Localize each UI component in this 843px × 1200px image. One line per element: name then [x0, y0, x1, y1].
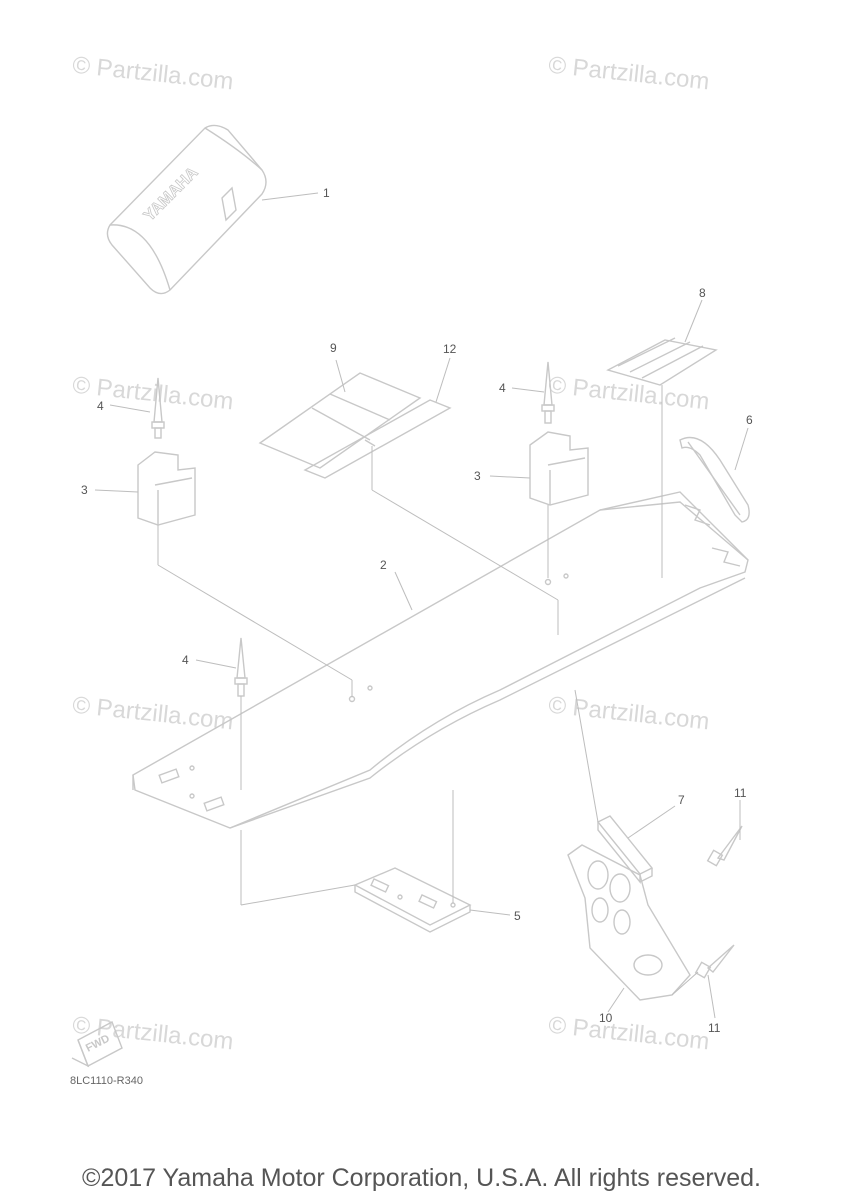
drawing-code: 8LC1110-R340 [70, 1075, 143, 1087]
callout-4-lower: 4 [182, 653, 189, 667]
part-1-cover: YAMAHA [106, 124, 267, 295]
part-6-strip [679, 436, 750, 523]
callout-7: 7 [678, 793, 685, 807]
callout-3-left: 3 [81, 483, 88, 497]
callout-4-upper-left: 4 [97, 399, 104, 413]
callout-12: 12 [443, 342, 457, 356]
callout-5: 5 [514, 909, 521, 923]
callout-8: 8 [699, 286, 706, 300]
callout-11-upper: 11 [734, 786, 747, 800]
callout-6: 6 [746, 413, 753, 427]
part-4-rivet-lower [234, 637, 248, 697]
part-11-pin-upper [706, 825, 743, 867]
part-5-plate [353, 867, 472, 933]
part-8-pad [606, 337, 718, 386]
part-11-pin-lower [694, 944, 735, 979]
callout-9: 9 [330, 341, 337, 355]
part-2-plate [132, 491, 749, 829]
part-9-pad [258, 372, 422, 469]
callout-4-upper-right: 4 [499, 381, 506, 395]
part-4-rivet-upper-left [151, 377, 165, 439]
part-12-strip [303, 399, 452, 479]
callout-1: 1 [323, 186, 330, 200]
callout-3-right: 3 [474, 469, 481, 483]
yamaha-logo-text: YAMAHA [141, 164, 202, 225]
part-10-guard [567, 844, 691, 1001]
part-7-block [596, 815, 654, 884]
fwd-label: FWD [84, 1033, 112, 1055]
callout-10: 10 [599, 1011, 613, 1025]
part-3-clip-left [137, 451, 196, 526]
part-3-clip-right [529, 431, 589, 506]
callout-11-lower: 11 [708, 1021, 721, 1035]
part-4-rivet-upper-right [541, 361, 555, 424]
copyright-notice: ©2017 Yamaha Motor Corporation, U.S.A. A… [82, 1164, 761, 1192]
fwd-arrow-icon: FWD [71, 1021, 123, 1068]
callout-2: 2 [380, 558, 387, 572]
